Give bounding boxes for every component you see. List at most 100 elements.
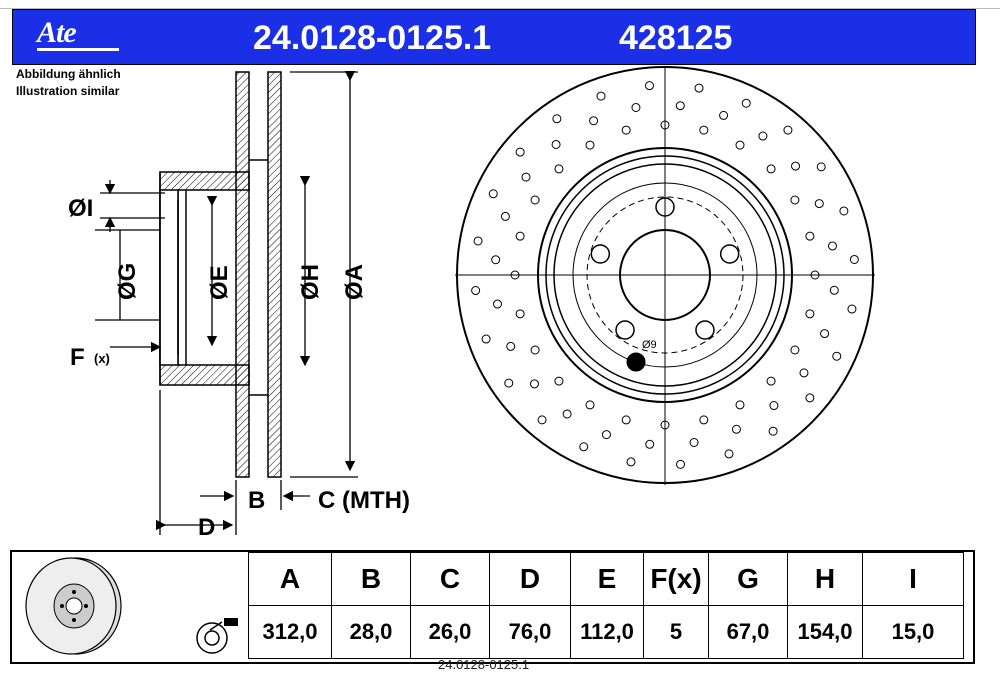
drill-hole (660, 120, 670, 130)
drill-hole (799, 368, 809, 378)
top-strip: - - (0, 0, 1000, 9)
drill-hole (506, 341, 516, 351)
drill-hole (810, 270, 820, 280)
drill-hole (731, 424, 741, 434)
drill-hole (515, 309, 525, 319)
drill-hole (529, 379, 539, 389)
drill-hole (790, 195, 800, 205)
table-value-5: 112,0 (570, 605, 644, 659)
drill-hole (758, 131, 768, 141)
label-B: B (248, 487, 265, 514)
part-number: 24.0128-0125.1 (253, 19, 492, 57)
table-value-9: 15,0 (862, 605, 964, 659)
bolt-hole (615, 320, 635, 340)
table-value-6: 5 (643, 605, 709, 659)
table-header-7: G (708, 552, 788, 606)
bolt-hole (695, 320, 715, 340)
bolt-hole (590, 244, 611, 264)
drill-hole (839, 206, 849, 216)
drill-hole (805, 309, 815, 319)
bolt-hole (719, 244, 740, 264)
drill-hole (805, 393, 815, 403)
drill-hole (660, 420, 670, 430)
bolt-holes (590, 197, 740, 340)
drill-hole (621, 125, 631, 135)
drill-hole (791, 161, 801, 171)
drill-hole (699, 125, 709, 135)
table-header-5: E (570, 552, 644, 606)
table-header-3: C (410, 552, 490, 606)
header-bar: Ate 24.0128-0125.1 428125 (12, 9, 976, 65)
disc-thumbnail-icon (25, 557, 122, 655)
label-H: ØH (297, 264, 324, 300)
label-F: F (70, 344, 85, 371)
drill-hole (849, 254, 859, 264)
table-value-2: 28,0 (331, 605, 411, 659)
drill-hole (827, 241, 837, 251)
drill-hole (805, 231, 815, 241)
front-view (455, 66, 875, 485)
drill-hole (694, 83, 704, 93)
drill-hole (488, 189, 498, 199)
ate-logo: Ate (37, 16, 119, 51)
label-A: ØA (341, 264, 368, 300)
label-C: C (MTH) (318, 487, 410, 514)
drill-hole (790, 345, 800, 355)
drill-hole (500, 211, 510, 221)
drill-hole (537, 415, 547, 425)
drill-hole (601, 430, 611, 440)
label-E: ØE (206, 265, 233, 300)
drill-hole (579, 442, 589, 452)
label-hole: Ø9 (642, 339, 657, 351)
note-english: Illustration similar (16, 84, 120, 98)
drill-hole (816, 162, 826, 172)
drill-hole (766, 376, 776, 386)
drill-hole (589, 116, 599, 126)
table-header-9: I (862, 552, 964, 606)
label-D: D (198, 514, 215, 541)
table-header-6: F(x) (643, 552, 709, 606)
drill-hole (741, 98, 751, 108)
top-strip-text: - - (6, 0, 15, 4)
drill-hole (493, 299, 503, 309)
drill-hole (689, 437, 699, 447)
bolt-hole (655, 197, 675, 217)
table-header-8: H (787, 552, 863, 606)
drill-hole (699, 415, 709, 425)
drill-hole (621, 415, 631, 425)
drill-hole (530, 195, 540, 205)
drill-hole (735, 400, 745, 410)
drill-hole (515, 147, 525, 157)
drill-hole (814, 199, 824, 209)
drill-hole (515, 231, 525, 241)
drill-hole (481, 334, 491, 344)
drill-hole (530, 345, 540, 355)
table-header-1: A (248, 552, 332, 606)
drill-hole (562, 409, 572, 419)
table-header-2: B (331, 552, 411, 606)
short-number: 428125 (619, 19, 733, 57)
drill-hole (832, 351, 842, 361)
label-I: ØI (68, 195, 93, 222)
drill-hole (491, 255, 501, 265)
table-value-3: 26,0 (410, 605, 490, 659)
drill-hole (719, 110, 729, 120)
drill-hole (676, 459, 686, 469)
table-header-4: D (489, 552, 571, 606)
drill-hole (645, 439, 655, 449)
technical-drawing: ØA ØH ØE ØG ØI F (x) B C (MTH) D Ø9 (68, 66, 875, 541)
table-value-1: 312,0 (248, 605, 332, 659)
table-value-7: 67,0 (708, 605, 788, 659)
drill-hole (829, 285, 839, 295)
drill-hole (783, 125, 793, 135)
drill-hole (551, 139, 561, 149)
drill-hole (735, 140, 745, 150)
side-section (159, 71, 282, 478)
drill-hole (724, 449, 734, 459)
footer-part-number: 24.0128-0125.1 (438, 657, 530, 672)
drill-holes (471, 81, 859, 469)
drill-hole (766, 164, 776, 174)
